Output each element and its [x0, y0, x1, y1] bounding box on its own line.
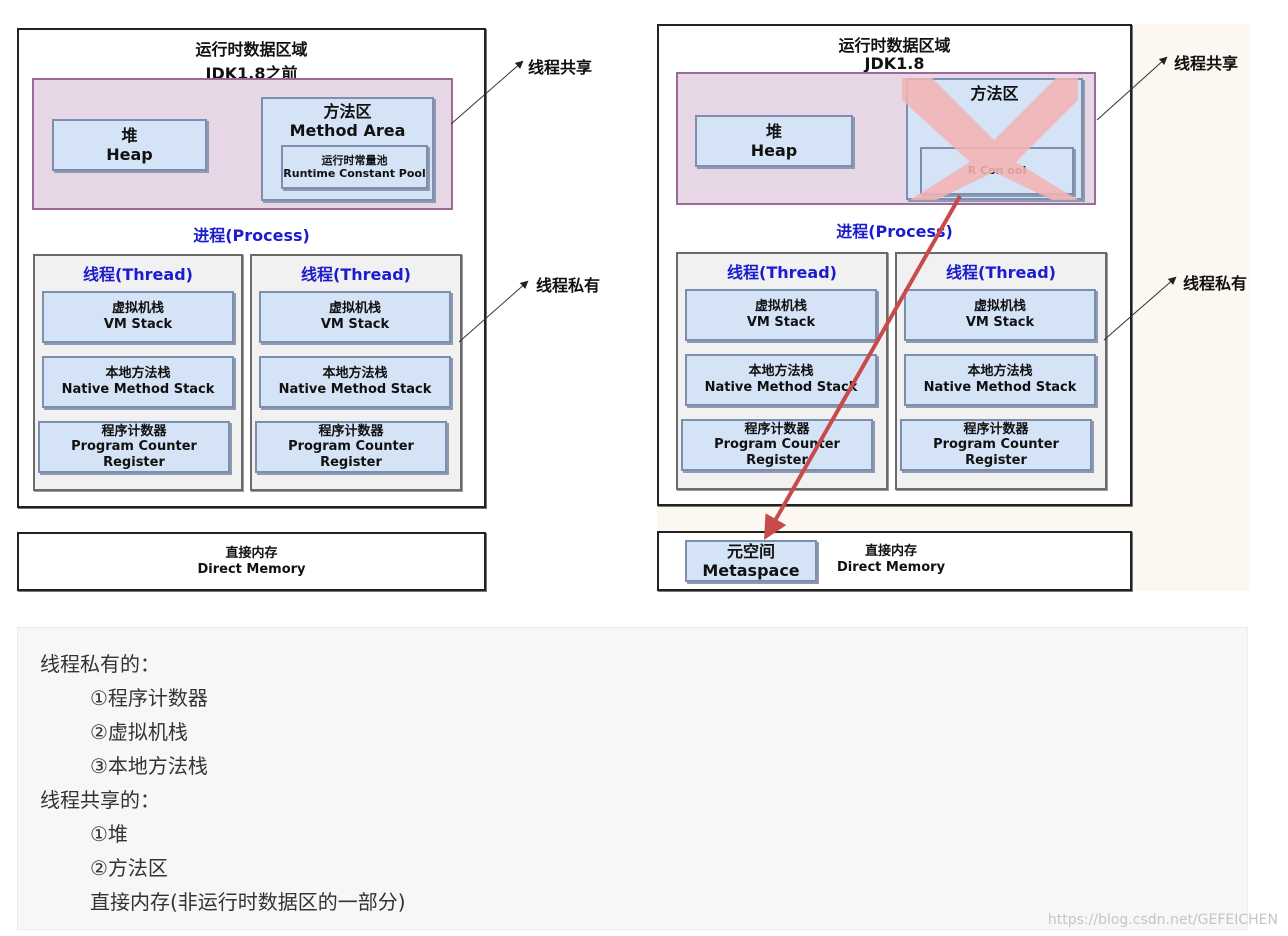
left-private-label: 线程私有: [536, 276, 601, 295]
right-vm-stack-1: 虚拟机栈 VM Stack: [685, 289, 877, 341]
right-shared-label: 线程共享: [1174, 54, 1239, 73]
right-heap-box: 堆 Heap: [695, 115, 853, 167]
right-pc-register-2: 程序计数器 Program Counter Register: [900, 419, 1092, 471]
left-process-label: 进程(Process): [193, 226, 310, 245]
left-thread-1: 线程(Thread) 虚拟机栈 VM Stack 本地方法栈 Native Me…: [33, 254, 243, 491]
right-process-label: 进程(Process): [836, 222, 953, 241]
shared-item: 直接内存(非运行时数据区的一部分): [90, 890, 406, 914]
private-header: 线程私有的：: [40, 652, 160, 676]
left-pc-register-2: 程序计数器 Program Counter Register: [255, 421, 447, 473]
left-rcp-box: 运行时常量池 Runtime Constant Pool: [281, 145, 428, 189]
left-title: 运行时数据区域: [195, 40, 308, 59]
right-vm-stack-2: 虚拟机栈 VM Stack: [904, 289, 1096, 341]
left-vm-stack-2: 虚拟机栈 VM Stack: [259, 291, 451, 343]
private-item: ②虚拟机栈: [90, 720, 188, 744]
right-private-arrow: [1103, 276, 1177, 341]
right-shared-arrow: [1096, 56, 1168, 121]
right-diagram: 运行时数据区域 JDK1.8 堆 Heap 方法区 R Con ool 进程(P…: [640, 0, 1250, 600]
right-direct-memory: 元空间 Metaspace 直接内存 Direct Memory: [657, 531, 1132, 591]
left-native-stack-2: 本地方法栈 Native Method Stack: [259, 356, 451, 408]
notes-panel: 线程私有的： ①程序计数器 ②虚拟机栈 ③本地方法栈 线程共享的： ①堆 ②方法…: [17, 627, 1248, 930]
left-arrows: [450, 60, 529, 343]
right-private-label: 线程私有: [1183, 274, 1248, 293]
left-native-stack-1: 本地方法栈 Native Method Stack: [42, 356, 234, 408]
left-vm-stack-1: 虚拟机栈 VM Stack: [42, 291, 234, 343]
watermark: https://blog.csdn.net/GEFEICHEN: [1047, 912, 1278, 928]
left-private-arrow: [458, 280, 529, 343]
right-thread-1: 线程(Thread) 虚拟机栈 VM Stack 本地方法栈 Native Me…: [676, 252, 888, 490]
left-diagram: 运行时数据区域 JDK1.8之前 堆 Heap 方法区 Method Area …: [0, 0, 640, 600]
left-shared-label: 线程共享: [528, 58, 593, 77]
left-direct-memory: 直接内存 Direct Memory: [17, 532, 486, 591]
right-native-stack-1: 本地方法栈 Native Method Stack: [685, 354, 877, 406]
right-direct-text: 直接内存 Direct Memory: [837, 544, 946, 575]
shared-header: 线程共享的：: [40, 788, 160, 812]
left-shared-region: 堆 Heap 方法区 Method Area 运行时常量池 Runtime Co…: [32, 78, 453, 210]
left-method-area-box: 方法区 Method Area 运行时常量池 Runtime Constant …: [261, 97, 434, 201]
shared-item: ①堆: [90, 822, 128, 846]
right-title: 运行时数据区域: [838, 36, 951, 55]
relocation-arrow: [764, 195, 962, 540]
shared-item: ②方法区: [90, 856, 168, 880]
left-heap-box: 堆 Heap: [52, 119, 207, 171]
left-pc-register-1: 程序计数器 Program Counter Register: [38, 421, 230, 473]
right-native-stack-2: 本地方法栈 Native Method Stack: [904, 354, 1096, 406]
cross-icon: [902, 78, 1078, 200]
right-version: JDK1.8: [864, 54, 925, 73]
right-overlay: [764, 56, 1177, 540]
private-item: ③本地方法栈: [90, 754, 208, 778]
left-thread-2: 线程(Thread) 虚拟机栈 VM Stack 本地方法栈 Native Me…: [250, 254, 462, 491]
right-thread-2: 线程(Thread) 虚拟机栈 VM Stack 本地方法栈 Native Me…: [895, 252, 1107, 490]
left-shared-arrow: [450, 60, 524, 125]
metaspace-box: 元空间 Metaspace: [685, 540, 817, 582]
right-pc-register-1: 程序计数器 Program Counter Register: [681, 419, 873, 471]
left-runtime-area: 运行时数据区域 JDK1.8之前 堆 Heap 方法区 Method Area …: [17, 28, 486, 508]
private-item: ①程序计数器: [90, 686, 208, 710]
